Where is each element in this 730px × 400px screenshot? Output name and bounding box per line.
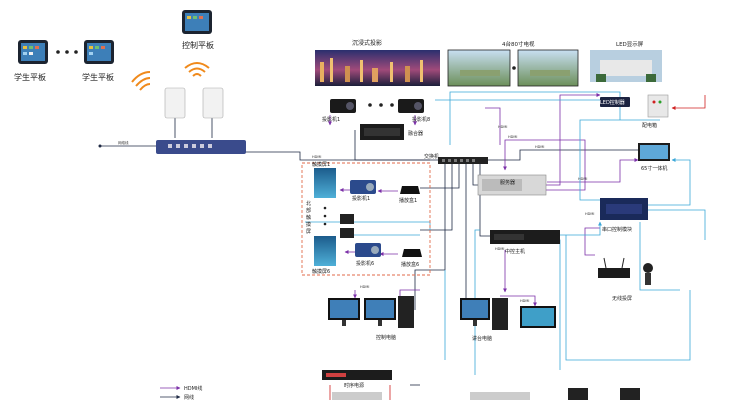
- fusion-box-label: 融合器: [408, 130, 423, 137]
- server-label: 服务器: [500, 179, 515, 186]
- svg-text:屏: 屏: [306, 229, 311, 235]
- aio-65-label: 65寸一体机: [641, 165, 667, 172]
- touch-screen-1-label: 触摸屏1: [312, 161, 330, 168]
- svg-text:摸: 摸: [306, 221, 311, 228]
- touch-projector-6: [355, 243, 381, 257]
- svg-text:触: 触: [306, 214, 311, 221]
- bottom-device-1: [470, 392, 530, 400]
- touch-area-vertical-label: 北部触 摸屏: [306, 200, 311, 235]
- bottom-camera-1: [568, 388, 588, 400]
- switch-label: 交换机: [424, 153, 439, 160]
- player-6-label: 播放盒6: [401, 261, 419, 268]
- serial-module-label: 串口控制模块: [602, 226, 632, 233]
- wireless-ap-1: [164, 87, 186, 119]
- hdmi-label-2: HDMI: [508, 135, 517, 139]
- touch-screen-6: [314, 236, 336, 266]
- ellipsis-dots: [56, 50, 78, 54]
- tv-wall-dot: [512, 66, 516, 70]
- bottom-camera-2: [620, 388, 640, 400]
- hdmi-label-1: HDMI: [312, 155, 321, 159]
- touch-screen-6-label: 触摸屏6: [312, 268, 330, 275]
- led-controller: [600, 97, 630, 107]
- touch-projector-1: [350, 180, 376, 194]
- hdmi-label-5: HDMI: [578, 177, 587, 181]
- router: [156, 140, 246, 154]
- hdmi-label-3: HDMI: [498, 125, 507, 129]
- hdmi-label-6: HDMI: [495, 247, 504, 251]
- led-controller-label: LED控制器: [600, 99, 625, 106]
- power-box: [647, 94, 669, 118]
- podium-pc-label: 讲台电脑: [472, 335, 492, 342]
- student-tablet-label-2: 学生平板: [82, 72, 114, 82]
- hdmi-label-9: HDMI: [585, 212, 594, 216]
- touch-screen-1: [314, 168, 336, 198]
- control-pc: [328, 296, 414, 328]
- student-tablet-left: [18, 40, 48, 64]
- connection-lines: [100, 91, 706, 400]
- projector-8-label: 投影机8: [412, 116, 430, 123]
- wireless-cast-device: [598, 257, 653, 285]
- student-tablet-right: [84, 40, 114, 64]
- player-1-label: 播放盒1: [399, 197, 417, 204]
- sequencer-power: [322, 370, 392, 380]
- server: [477, 174, 547, 196]
- legend-hdmi-label: HDMI线: [184, 385, 202, 392]
- line-labels: 网络线 HDMI HDMI HDMI HDMI HDMI HDMI HDMI H…: [118, 125, 594, 303]
- sequencer-power-2: [332, 392, 382, 400]
- led-screen: [590, 50, 662, 82]
- tv-wall: [447, 49, 579, 87]
- network-line-label: 网络线: [118, 140, 129, 145]
- touch-projector-1-label: 投影机1: [352, 195, 370, 202]
- network-endpoint: [98, 144, 102, 148]
- hdmi-label-4: HDMI: [535, 145, 544, 149]
- control-box-1: [340, 214, 354, 238]
- aio-65-display: [638, 143, 670, 161]
- control-pc-label: 控制电脑: [376, 334, 396, 341]
- player-box-6: [402, 249, 422, 257]
- led-screen-label: LED显示屏: [616, 41, 644, 48]
- legend: HDMI线 网线: [160, 385, 202, 400]
- power-box-label: 配电箱: [642, 122, 657, 129]
- sequencer-label: 时序电源: [344, 382, 364, 389]
- control-tablet-label: 控制平板: [182, 40, 214, 50]
- top-projector-1: [330, 99, 356, 113]
- central-host-label: 中控主机: [505, 248, 525, 255]
- podium-pc: [460, 298, 556, 330]
- touch-dots: [323, 206, 327, 226]
- hdmi-label-8: HDMI: [520, 299, 529, 303]
- svg-text:北: 北: [306, 200, 311, 207]
- top-projector-8: [398, 99, 424, 113]
- wireless-ap-2: [202, 87, 224, 119]
- player-box-1: [400, 186, 420, 194]
- fusion-box: [360, 124, 404, 140]
- immersive-projection-screen: [315, 50, 440, 86]
- immersive-projection-label: 沉浸式投影: [352, 39, 382, 47]
- student-tablet-label-1: 学生平板: [14, 72, 46, 82]
- projector-dots: [368, 103, 394, 107]
- legend-net-label: 网线: [184, 394, 194, 400]
- touch-projector-6-label: 投影机6: [356, 260, 374, 267]
- tv-wall-label: 4台80寸电视: [502, 40, 535, 48]
- svg-text:部: 部: [306, 207, 311, 214]
- wireless-cast-label: 无线投屏: [612, 295, 632, 302]
- hdmi-label-7: HDMI: [360, 285, 369, 289]
- wifi-signal-icon: [131, 62, 210, 91]
- control-tablet: [182, 10, 212, 34]
- projector-1-label: 投影机1: [322, 116, 340, 123]
- central-host: [490, 230, 560, 244]
- network-switch: [438, 157, 488, 164]
- serial-control-module: [600, 198, 648, 220]
